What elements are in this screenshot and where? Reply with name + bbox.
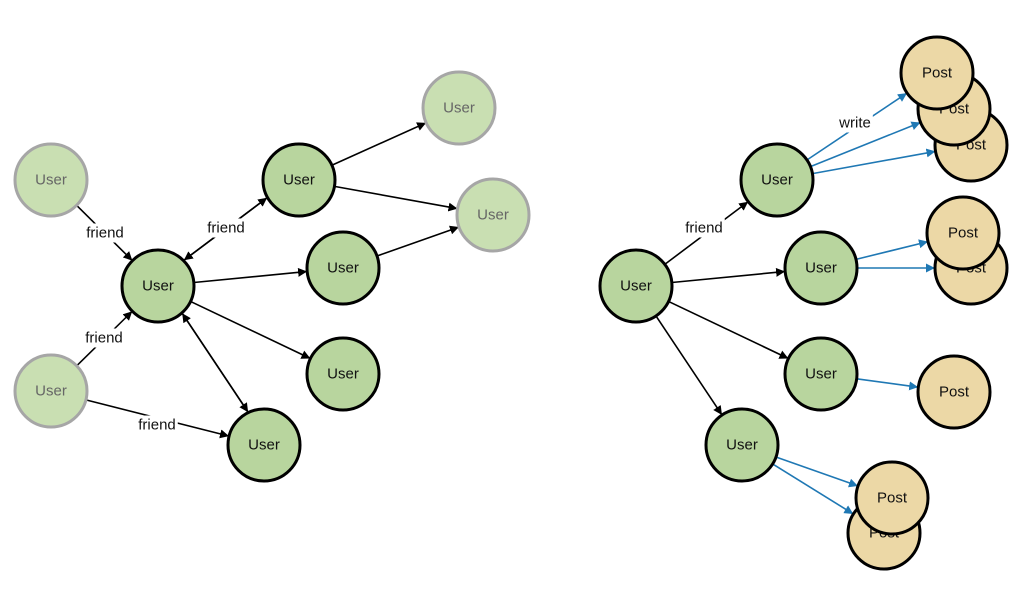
write-edge-r_bottom-to-p_d1 (775, 456, 858, 488)
user-circle (305, 336, 381, 412)
edge-label-background (836, 113, 873, 133)
write-edge-r_bottom-to-p_d2 (772, 463, 854, 515)
user-node-r_top: User (739, 142, 815, 218)
edge-label-background (205, 218, 247, 238)
friend-edge-l_mid-to-l_far_mid (376, 225, 459, 257)
post-node-p_c1: Post (916, 354, 992, 430)
edge-label-background (136, 415, 178, 435)
edge-label-background (683, 218, 725, 238)
user-circle (598, 248, 674, 324)
user-circle (13, 353, 89, 429)
edge-label-background (84, 223, 126, 243)
node-label: Post (877, 490, 908, 507)
user-circle (739, 142, 815, 218)
user-circle (783, 230, 859, 306)
friend-label-text: friend (85, 330, 123, 347)
post-circle (925, 195, 1001, 271)
user-node-l_low: User (305, 336, 381, 412)
user-circle (783, 336, 859, 412)
friend-edge-label: friend (83, 328, 125, 348)
write-edge-r_top-to-p_a2 (810, 121, 921, 168)
nodes-layer: UserUserUserUserUserUserUserUserUserUser… (13, 35, 1009, 571)
user-node-l_far_mid: User (455, 177, 531, 253)
node-label: User (477, 207, 509, 224)
friend-edge-r_center-to-r_mid (671, 267, 786, 284)
user-node-r_mid: User (783, 230, 859, 306)
write-edge-r_low-to-p_c1 (856, 378, 919, 391)
user-node-r_bottom: User (704, 407, 780, 483)
node-label: User (761, 172, 793, 189)
node-label: Post (922, 65, 953, 82)
post-node-p_b1: Post (925, 195, 1001, 271)
friend-edge-label: friend (683, 218, 725, 238)
user-circle (704, 407, 780, 483)
node-label: User (620, 278, 652, 295)
user-node-r_low: User (783, 336, 859, 412)
node-label: User (283, 172, 315, 189)
user-node-r_center: User (598, 248, 674, 324)
node-label: Post (948, 225, 979, 242)
friend-label-text: friend (86, 225, 124, 242)
post-circle (854, 460, 930, 536)
node-label: User (327, 366, 359, 383)
post-node-p_a1: Post (899, 35, 975, 111)
user-node-l_center: User (120, 248, 196, 324)
friend-edge-label: friend (136, 415, 178, 435)
friend-label-text: friend (207, 220, 245, 237)
user-node-l_far_top: User (421, 70, 497, 146)
user-node-l_src_top: User (13, 142, 89, 218)
user-node-l_top: User (261, 142, 337, 218)
node-label: Post (939, 384, 970, 401)
friend-label-text: friend (138, 417, 176, 434)
node-label: User (327, 260, 359, 277)
node-label: User (248, 437, 280, 454)
friend-edge-l_center-to-l_mid (193, 267, 308, 284)
user-circle (455, 177, 531, 253)
friend-edge-r_center-to-r_low (668, 300, 789, 359)
friend-edge-label: friend (84, 223, 126, 243)
post-circle (916, 354, 992, 430)
node-label: User (142, 278, 174, 295)
user-circle (120, 248, 196, 324)
user-circle (305, 230, 381, 306)
friend-edge-l_top-to-l_far_mid (334, 185, 458, 212)
node-label: User (805, 260, 837, 277)
user-circle (226, 407, 302, 483)
write-edge-label: write (836, 113, 873, 133)
write-label-text: write (838, 115, 871, 132)
user-circle (13, 142, 89, 218)
friend-edge-r_center-to-r_bottom (655, 315, 723, 415)
user-circle (261, 142, 337, 218)
user-node-l_bottom: User (226, 407, 302, 483)
node-label: User (35, 383, 67, 400)
node-label: User (726, 437, 758, 454)
node-label: User (35, 172, 67, 189)
edge-label-background (83, 328, 125, 348)
user-circle (421, 70, 497, 146)
write-edge-r_mid-to-p_b1 (855, 239, 928, 261)
friend-edge-label: friend (205, 218, 247, 238)
user-node-l_mid: User (305, 230, 381, 306)
node-label: User (443, 100, 475, 117)
friend-label-text: friend (685, 220, 723, 237)
write-edge-r_top-to-p_a3 (812, 148, 936, 175)
friend-edge-l_top-to-l_far_top (331, 122, 427, 166)
node-label: User (805, 366, 837, 383)
user-node-l_src_bottom: User (13, 353, 89, 429)
friend-edge-l_center-to-l_low (190, 300, 311, 359)
post-node-p_d1: Post (854, 460, 930, 536)
post-circle (899, 35, 975, 111)
friend-edge-l_bottom-to-l_center (182, 313, 249, 413)
edge-labels-layer: friend friend friend friend friend write (83, 113, 873, 435)
